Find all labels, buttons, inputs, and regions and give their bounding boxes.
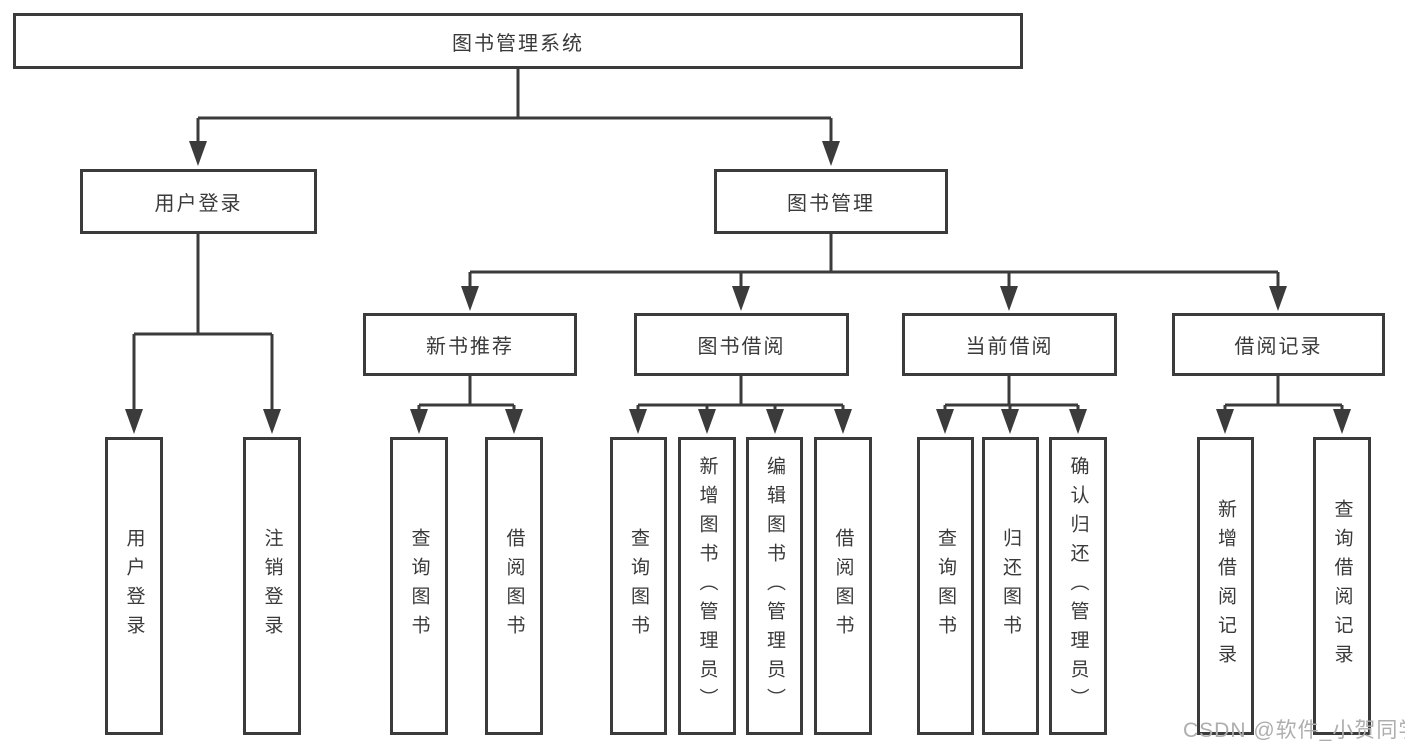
node-new-book-recommendation: 新书推荐: [363, 313, 577, 376]
leaf-label: 查询图书: [408, 528, 430, 644]
connector-book-borrow-to-leaves: [636, 376, 845, 414]
leaf-label: 注销登录: [261, 528, 283, 644]
arrowhead: [1269, 286, 1287, 311]
leaf-label: 用户登录: [123, 528, 145, 644]
leaf-label: 编辑图书（管理员）: [764, 455, 785, 717]
arrowhead: [1000, 286, 1018, 311]
connector-borrow-records-to-leaves: [1223, 376, 1344, 414]
connector-user-login-to-leaves: [132, 234, 274, 414]
arrowhead: [698, 409, 716, 434]
leaf-add-borrow-record: 新增借阅记录: [1197, 437, 1254, 735]
leaf-logout: 注销登录: [243, 437, 301, 735]
arrowhead: [410, 409, 428, 434]
connector-new-book-rec-to-leaves: [417, 376, 516, 414]
arrowhead: [732, 286, 750, 311]
arrowhead: [461, 286, 479, 311]
leaf-query-borrow-record: 查询借阅记录: [1313, 437, 1371, 735]
connector-book-mgmt-to-level3: [468, 234, 1280, 291]
node-library-management-system: 图书管理系统: [13, 13, 1023, 69]
arrowhead: [629, 409, 647, 434]
connector-root-to-level2: [196, 68, 833, 146]
arrowheads: [125, 141, 1351, 434]
leaf-label: 借阅图书: [832, 528, 854, 644]
arrowhead: [1001, 409, 1019, 434]
leaf-label: 查询图书: [935, 528, 956, 644]
leaf-label: 新增借阅记录: [1215, 499, 1236, 673]
arrowhead: [936, 409, 954, 434]
node-user-login: 用户登录: [80, 169, 317, 234]
csdn-watermark: CSDN @软件_小贺同学: [1183, 719, 1405, 742]
leaf-label: 归还图书: [1000, 528, 1021, 644]
leaf-query-books-borrowing: 查询图书: [610, 437, 667, 735]
leaf-query-books-current: 查询图书: [917, 437, 974, 735]
leaf-label: 借阅图书: [503, 528, 525, 644]
arrowhead: [1069, 409, 1087, 434]
leaf-query-books-recommend: 查询图书: [390, 437, 448, 735]
node-current-borrowing: 当前借阅: [902, 313, 1117, 376]
arrowhead: [834, 409, 852, 434]
arrowhead: [125, 409, 143, 434]
arrowhead: [1216, 409, 1234, 434]
arrowhead: [766, 409, 784, 434]
node-book-management: 图书管理: [714, 169, 948, 234]
leaf-label: 查询图书: [628, 528, 649, 644]
node-borrowing-records: 借阅记录: [1172, 313, 1385, 376]
arrowhead: [263, 409, 281, 434]
arrowhead: [505, 409, 523, 434]
node-book-borrowing: 图书借阅: [634, 313, 849, 376]
arrowhead: [822, 141, 840, 166]
leaf-edit-book-admin: 编辑图书（管理员）: [746, 437, 803, 735]
leaf-borrow-books-borrowing: 借阅图书: [814, 437, 872, 735]
leaf-user-login: 用户登录: [105, 437, 163, 735]
arrowhead: [1333, 409, 1351, 434]
connector-current-borrow-to-leaves: [943, 376, 1080, 414]
leaf-return-book: 归还图书: [982, 437, 1039, 735]
leaf-borrow-books-recommend: 借阅图书: [485, 437, 543, 735]
leaf-add-book-admin: 新增图书（管理员）: [678, 437, 736, 735]
leaf-label: 查询借阅记录: [1331, 499, 1353, 673]
leaf-label: 新增图书（管理员）: [696, 455, 718, 717]
leaf-label: 确认归还（管理员）: [1067, 455, 1089, 717]
leaf-confirm-return-admin: 确认归还（管理员）: [1049, 437, 1107, 735]
arrowhead: [189, 141, 207, 166]
